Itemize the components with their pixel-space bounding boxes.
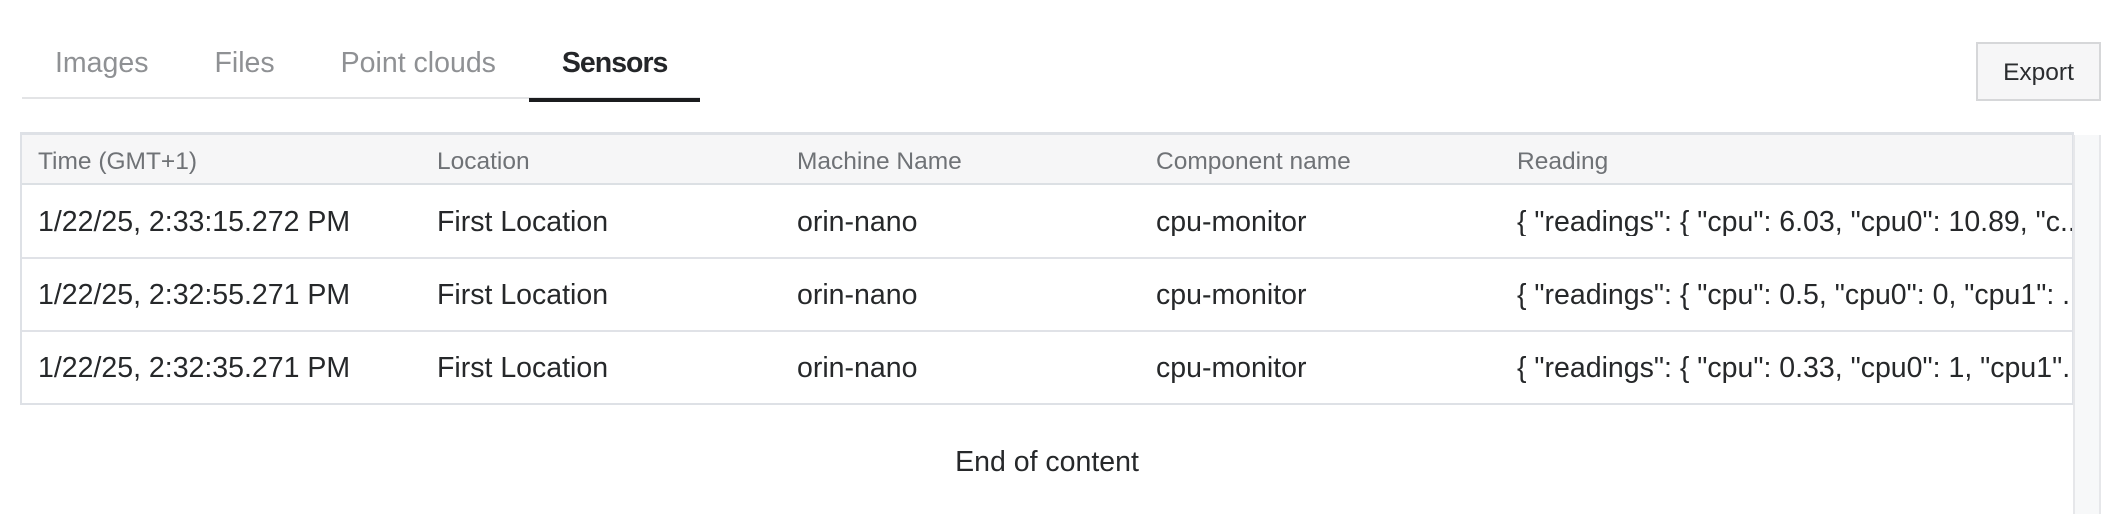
cell-location: First Location <box>437 205 609 237</box>
tab-point-clouds[interactable]: Point clouds <box>308 0 529 97</box>
cell-time: 1/22/25, 2:32:55.271 PM <box>38 279 351 310</box>
cell-machine-name: orin-nano <box>797 205 918 237</box>
cell-time: 1/22/25, 2:32:35.271 PM <box>38 352 351 383</box>
tab-files[interactable]: Files <box>181 0 307 97</box>
tab-images[interactable]: Images <box>22 0 181 97</box>
cell-time: 1/22/25, 2:33:15.272 PM <box>38 205 351 237</box>
column-header-reading: Reading <box>1517 147 1609 175</box>
end-of-content-message: End of content <box>955 446 1139 478</box>
table-row[interactable]: 1/22/25, 2:32:35.271 PM First Location o… <box>22 330 2072 403</box>
cell-reading: { "readings": { "cpu": 0.5, "cpu0": 0, "… <box>1517 279 2072 310</box>
tab-point-clouds-label: Point clouds <box>340 47 496 79</box>
cell-component-name: cpu-monitor <box>1156 205 1307 237</box>
column-header-machine-name: Machine Name <box>797 147 962 175</box>
tab-bar: Images Files Point clouds Sensors <box>22 0 701 102</box>
cell-component-name: cpu-monitor <box>1156 279 1307 310</box>
cell-machine-name: orin-nano <box>797 279 918 310</box>
vertical-scrollbar-track[interactable] <box>2073 135 2101 514</box>
cell-location: First Location <box>437 352 609 383</box>
tab-images-label: Images <box>55 47 149 79</box>
cell-reading: { "readings": { "cpu": 6.03, "cpu0": 10.… <box>1517 205 2072 237</box>
cell-reading: { "readings": { "cpu": 0.33, "cpu0": 1, … <box>1517 352 2072 383</box>
column-header-component-name: Component name <box>1156 147 1351 175</box>
tab-sensors-label: Sensors <box>561 47 668 79</box>
sensor-data-table: Time (GMT+1) Location Machine Name Compo… <box>20 132 2074 405</box>
export-button[interactable]: Export <box>1976 42 2101 101</box>
table-row[interactable]: 1/22/25, 2:32:55.271 PM First Location o… <box>22 257 2072 330</box>
tab-sensors[interactable]: Sensors <box>528 0 701 102</box>
tab-files-label: Files <box>214 47 275 79</box>
table-header-row: Time (GMT+1) Location Machine Name Compo… <box>22 135 2072 185</box>
table-row[interactable]: 1/22/25, 2:33:15.272 PM First Location o… <box>22 185 2072 257</box>
column-header-time: Time (GMT+1) <box>38 147 198 175</box>
cell-component-name: cpu-monitor <box>1156 352 1307 383</box>
cell-location: First Location <box>437 279 609 310</box>
cell-machine-name: orin-nano <box>797 352 918 383</box>
column-header-location: Location <box>437 147 530 175</box>
